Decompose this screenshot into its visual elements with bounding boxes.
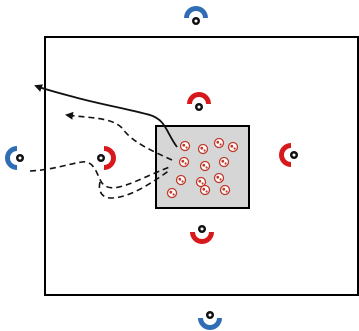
soccer-ball-icon — [221, 186, 230, 195]
movement-paths — [30, 86, 177, 198]
soccer-ball-icon — [180, 158, 189, 167]
red-player-marker-icon — [279, 143, 298, 167]
red-player-marker-icon — [97, 146, 116, 170]
soccer-ball-icon — [201, 186, 210, 195]
soccer-ball-icon — [215, 139, 224, 148]
soccer-ball-icon — [177, 176, 186, 185]
player-group — [5, 6, 298, 330]
blue-player-marker-icon — [184, 6, 208, 25]
blue-player-marker-icon — [5, 146, 24, 170]
soccer-ball-icon — [181, 142, 190, 151]
soccer-ball-icon — [199, 145, 208, 154]
soccer-ball-icon — [201, 162, 210, 171]
red-player-marker-icon — [190, 225, 214, 244]
red-player-marker-icon — [187, 92, 211, 111]
blue-player-marker-icon — [198, 311, 222, 330]
soccer-ball-icon — [168, 189, 177, 198]
soccer-ball-icon — [215, 174, 224, 183]
soccer-ball-icon — [220, 158, 229, 167]
soccer-ball-icon — [229, 143, 238, 152]
